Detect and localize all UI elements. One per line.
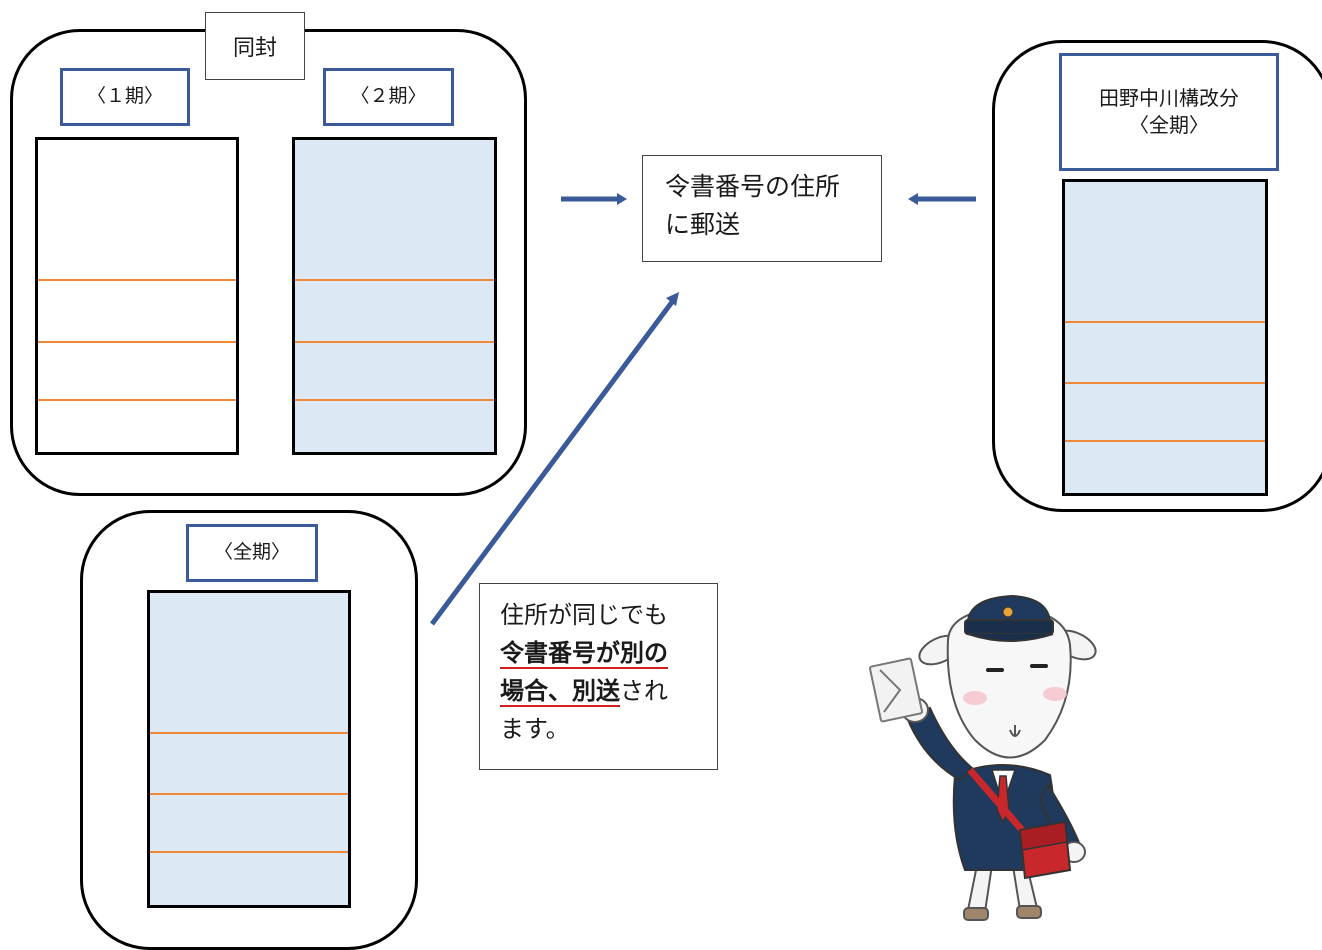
document-divider — [295, 399, 494, 401]
document-divider — [295, 341, 494, 343]
note-line3-bold: 場合、別送 — [500, 677, 620, 707]
note-box: 住所が同じでも 令書番号が別の 場合、別送され ます。 — [479, 583, 718, 770]
full-period-document — [147, 590, 351, 908]
document-divider — [38, 279, 236, 281]
mail-box-line1: 令書番号の住所 — [665, 172, 841, 201]
mail-box-line2: に郵送 — [665, 210, 741, 239]
document-divider — [38, 341, 236, 343]
note-line4: ます。 — [500, 715, 570, 743]
note-line2-bold: 令書番号が別の — [500, 639, 668, 669]
period2-label-text: 〈２期〉 — [350, 85, 427, 108]
document-divider — [150, 793, 348, 795]
enclosed-header: 同封 — [205, 12, 305, 80]
period1-document — [35, 137, 239, 455]
right-group-label-text: 田野中川構改分 〈全期〉 — [1099, 86, 1239, 137]
period1-label-text: 〈１期〉 — [86, 85, 163, 108]
document-divider — [1065, 440, 1265, 442]
mail-carrier-sheep-icon — [869, 594, 1097, 921]
document-divider — [1065, 321, 1265, 323]
full-period-label: 〈全期〉 — [186, 524, 318, 582]
document-divider — [150, 851, 348, 853]
right-group-label: 田野中川構改分 〈全期〉 — [1059, 53, 1279, 171]
period2-document — [292, 137, 497, 455]
right-document — [1062, 179, 1268, 496]
note-line1: 住所が同じでも — [500, 601, 668, 629]
document-divider — [295, 279, 494, 281]
period1-label: 〈１期〉 — [60, 68, 190, 126]
note-line3-rest: され — [620, 677, 668, 705]
arrow-left-to-mail — [561, 193, 627, 205]
document-divider — [1065, 382, 1265, 384]
document-divider — [150, 732, 348, 734]
document-divider — [38, 399, 236, 401]
arrow-right-to-mail — [908, 193, 976, 205]
period2-label: 〈２期〉 — [323, 68, 454, 126]
full-period-label-text: 〈全期〉 — [213, 541, 290, 564]
enclosed-header-text: 同封 — [232, 36, 277, 61]
mail-to-address-box: 令書番号の住所 に郵送 — [642, 155, 882, 262]
